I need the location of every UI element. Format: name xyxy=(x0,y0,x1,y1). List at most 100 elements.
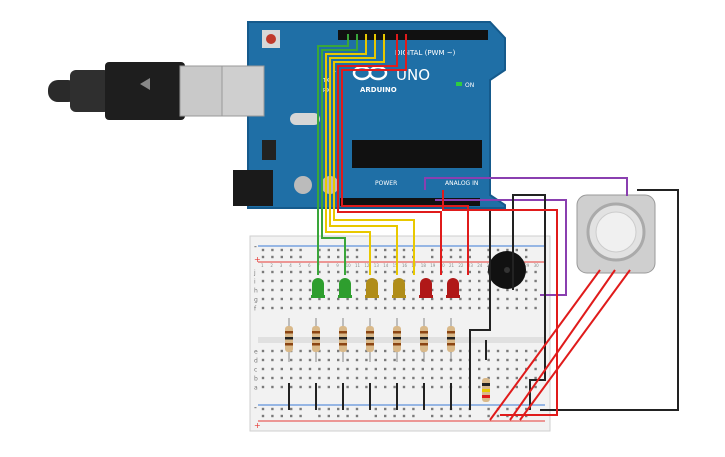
breadboard-hole[interactable] xyxy=(261,349,265,353)
breadboard-hole[interactable] xyxy=(299,376,302,380)
breadboard-hole[interactable] xyxy=(355,288,359,292)
breadboard-hole[interactable] xyxy=(393,306,396,310)
breadboard-hole[interactable] xyxy=(271,288,274,292)
breadboard-hole[interactable] xyxy=(299,367,302,371)
breadboard-hole[interactable] xyxy=(346,349,349,353)
rail-hole[interactable] xyxy=(261,414,265,418)
breadboard-hole[interactable] xyxy=(271,376,274,380)
breadboard-hole[interactable] xyxy=(355,306,359,310)
breadboard-hole[interactable] xyxy=(468,306,471,310)
breadboard-hole[interactable] xyxy=(365,349,368,353)
breadboard-hole[interactable] xyxy=(431,288,434,292)
breadboard-hole[interactable] xyxy=(299,279,302,283)
breadboard-hole[interactable] xyxy=(515,288,518,292)
breadboard-hole[interactable] xyxy=(515,306,518,310)
rail-hole[interactable] xyxy=(515,248,518,252)
breadboard-hole[interactable] xyxy=(440,306,443,310)
breadboard-hole[interactable] xyxy=(374,297,377,301)
breadboard-hole[interactable] xyxy=(280,358,283,362)
rail-hole[interactable] xyxy=(318,407,321,411)
breadboard-hole[interactable] xyxy=(337,385,340,389)
breadboard-hole[interactable] xyxy=(412,385,415,389)
rail-hole[interactable] xyxy=(299,414,302,418)
rail-hole[interactable] xyxy=(384,255,387,259)
breadboard-hole[interactable] xyxy=(440,349,443,353)
breadboard-hole[interactable] xyxy=(337,279,340,283)
breadboard-hole[interactable] xyxy=(374,376,377,380)
breadboard-hole[interactable] xyxy=(271,306,274,310)
breadboard-hole[interactable] xyxy=(290,376,293,380)
breadboard-hole[interactable] xyxy=(261,306,265,310)
breadboard-hole[interactable] xyxy=(449,306,453,310)
breadboard-hole[interactable] xyxy=(402,367,406,371)
rail-hole[interactable] xyxy=(355,414,359,418)
breadboard-hole[interactable] xyxy=(525,297,528,301)
breadboard-hole[interactable] xyxy=(421,376,424,380)
breadboard-hole[interactable] xyxy=(271,349,274,353)
breadboard-hole[interactable] xyxy=(327,288,330,292)
led-red[interactable] xyxy=(447,278,459,296)
rail-hole[interactable] xyxy=(327,407,330,411)
breadboard-hole[interactable] xyxy=(468,297,471,301)
breadboard-hole[interactable] xyxy=(402,306,406,310)
breadboard-hole[interactable] xyxy=(318,297,321,301)
breadboard-hole[interactable] xyxy=(308,270,312,274)
rail-hole[interactable] xyxy=(459,255,462,259)
breadboard-hole[interactable] xyxy=(487,288,490,292)
rail-hole[interactable] xyxy=(374,248,377,252)
breadboard-hole[interactable] xyxy=(496,385,500,389)
rail-hole[interactable] xyxy=(290,248,293,252)
rail-hole[interactable] xyxy=(431,248,434,252)
breadboard-hole[interactable] xyxy=(299,288,302,292)
rail-hole[interactable] xyxy=(299,407,302,411)
rail-hole[interactable] xyxy=(318,255,321,259)
breadboard-hole[interactable] xyxy=(534,270,537,274)
breadboard-hole[interactable] xyxy=(374,385,377,389)
breadboard-hole[interactable] xyxy=(384,297,387,301)
breadboard-hole[interactable] xyxy=(431,358,434,362)
breadboard-hole[interactable] xyxy=(534,367,537,371)
rail-hole[interactable] xyxy=(261,248,265,252)
breadboard-hole[interactable] xyxy=(525,358,528,362)
rail-hole[interactable] xyxy=(412,407,415,411)
breadboard-hole[interactable] xyxy=(337,306,340,310)
rail-hole[interactable] xyxy=(487,255,490,259)
breadboard-hole[interactable] xyxy=(459,270,462,274)
breadboard-hole[interactable] xyxy=(327,367,330,371)
breadboard-hole[interactable] xyxy=(402,349,406,353)
breadboard-hole[interactable] xyxy=(393,270,396,274)
rail-hole[interactable] xyxy=(440,407,443,411)
breadboard-hole[interactable] xyxy=(431,297,434,301)
breadboard-hole[interactable] xyxy=(412,349,415,353)
led-red[interactable] xyxy=(420,278,432,296)
breadboard-hole[interactable] xyxy=(421,358,424,362)
rail-hole[interactable] xyxy=(374,407,377,411)
rail-hole[interactable] xyxy=(337,255,340,259)
rail-hole[interactable] xyxy=(374,255,377,259)
breadboard-hole[interactable] xyxy=(365,376,368,380)
rail-hole[interactable] xyxy=(355,407,359,411)
breadboard-hole[interactable] xyxy=(525,270,528,274)
breadboard-hole[interactable] xyxy=(534,306,537,310)
rail-hole[interactable] xyxy=(384,248,387,252)
breadboard-hole[interactable] xyxy=(459,297,462,301)
breadboard-hole[interactable] xyxy=(374,306,377,310)
breadboard-hole[interactable] xyxy=(308,367,312,371)
breadboard-hole[interactable] xyxy=(534,358,537,362)
arduino-uno-board[interactable]: DIGITAL (PWM ~) ARDUINO UNO ON TX RX L P… xyxy=(221,21,506,209)
breadboard-hole[interactable] xyxy=(506,306,509,310)
breadboard-hole[interactable] xyxy=(271,367,274,371)
breadboard-hole[interactable] xyxy=(431,306,434,310)
breadboard-hole[interactable] xyxy=(299,270,302,274)
breadboard-hole[interactable] xyxy=(534,349,537,353)
breadboard-hole[interactable] xyxy=(412,367,415,371)
breadboard-hole[interactable] xyxy=(515,297,518,301)
breadboard-hole[interactable] xyxy=(496,376,500,380)
breadboard-hole[interactable] xyxy=(402,385,406,389)
breadboard-hole[interactable] xyxy=(468,270,471,274)
breadboard-hole[interactable] xyxy=(431,270,434,274)
breadboard-hole[interactable] xyxy=(478,270,481,274)
rail-hole[interactable] xyxy=(337,407,340,411)
breadboard-hole[interactable] xyxy=(308,288,312,292)
breadboard-hole[interactable] xyxy=(402,270,406,274)
